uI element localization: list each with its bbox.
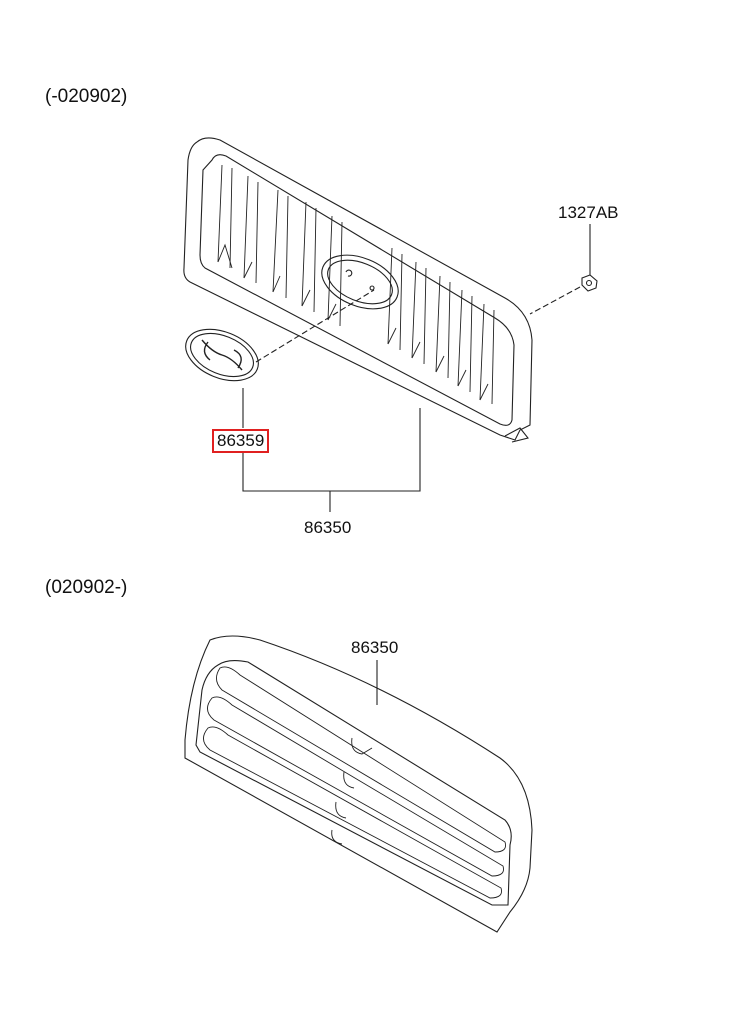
- part-label-86350-late[interactable]: 86350: [351, 638, 399, 657]
- section-header-late: (020902-): [45, 577, 128, 598]
- nut-leader-dashed: [529, 286, 581, 315]
- emblem-leader-dashed: [255, 289, 375, 363]
- grille-assembly-late: [184, 635, 533, 933]
- leader-86359: [242, 388, 421, 512]
- part-label-86359[interactable]: 86359: [212, 429, 270, 453]
- part-label-86350[interactable]: 86350: [304, 518, 352, 537]
- grille-assembly-early: [183, 137, 533, 443]
- hyundai-emblem: [185, 328, 259, 382]
- part-label-1327AB[interactable]: 1327AB: [558, 203, 619, 222]
- nut-icon: [581, 274, 598, 292]
- section-header-early: (-020902): [45, 86, 128, 107]
